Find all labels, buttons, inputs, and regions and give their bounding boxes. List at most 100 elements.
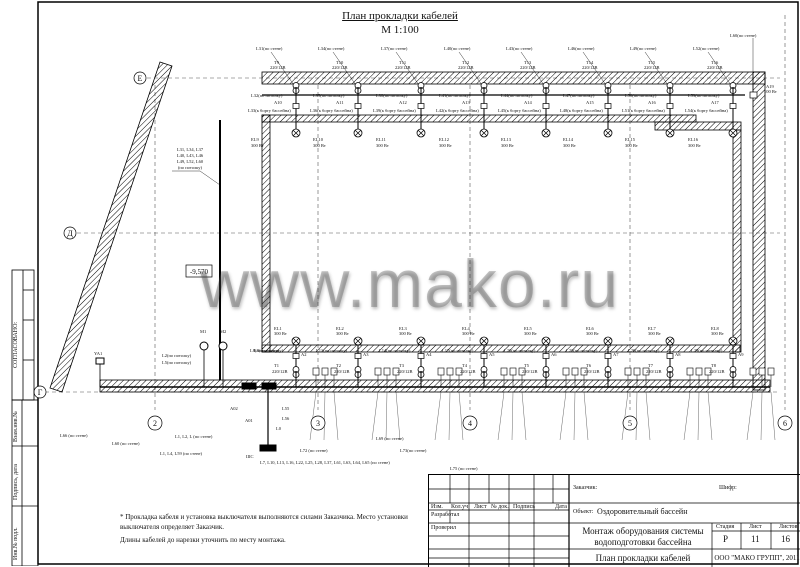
- transformer-label: T5: [524, 363, 530, 368]
- power-label: 300 Вт: [563, 143, 576, 148]
- lamp-cross: [666, 129, 674, 137]
- ceiling-cable-label: L29(по потолку): [691, 348, 723, 353]
- edge-cable-label: L42(к борту бассейна): [436, 108, 479, 113]
- power-label: 300 Вт: [625, 143, 638, 148]
- lamp-label: EL1: [274, 326, 282, 331]
- approval-stamp: [11, 269, 39, 566]
- wall-cable-label: L31(по стене): [256, 46, 283, 51]
- transformer-label: T2: [336, 363, 341, 368]
- voltage-label: 220/12В: [395, 65, 411, 70]
- box-label: A12: [399, 100, 407, 105]
- leader-line: [497, 391, 505, 441]
- sheets-value: 16: [781, 534, 790, 544]
- equipment-box-icon: [312, 367, 320, 376]
- box-label: A7: [613, 352, 619, 357]
- voltage-label: 220/12В: [582, 65, 598, 70]
- equipment-box-icon: [509, 367, 517, 376]
- leader-line: [371, 391, 379, 441]
- box-label: A19: [766, 84, 774, 89]
- col-header-sign: Подпись: [513, 504, 536, 510]
- lamp-label: EL16: [688, 137, 699, 142]
- equipment-box-icon: [695, 367, 703, 376]
- lamp-cross: [292, 337, 300, 345]
- object-name: Оздоровительный бассейн: [597, 507, 688, 516]
- wall-cable-label: L49(по стене): [630, 46, 657, 51]
- transformer-label: T1: [274, 363, 279, 368]
- box-label: A17: [711, 100, 719, 105]
- level-mark: -9,570: [190, 268, 209, 276]
- power-label: 300 Вт: [336, 331, 349, 336]
- equipment-box-icon: [446, 367, 454, 376]
- ceiling-cable-label: L11(по потолку): [316, 348, 348, 353]
- power-label: 300 Вт: [313, 143, 326, 148]
- voltage-label: 220/12В: [397, 369, 413, 374]
- ceiling-cable-label: L35(по потолку): [313, 93, 345, 98]
- axis-label-g: Г: [38, 388, 43, 397]
- junction-box-icon: [729, 353, 737, 359]
- lamp-cross: [729, 337, 737, 345]
- lamp-label: EL11: [376, 137, 386, 142]
- voltage-label: 220/12В: [272, 369, 288, 374]
- axis-label-6: 6: [783, 419, 787, 428]
- equipment-box-icon: [571, 367, 579, 376]
- equipment-box-icon: [749, 367, 757, 376]
- wall-cable-label: L34(по стене): [318, 46, 345, 51]
- junction-box-icon: [729, 103, 737, 109]
- lamp-cross: [729, 129, 737, 137]
- leader-line: [448, 391, 451, 441]
- transformer-label: T8: [711, 363, 717, 368]
- lamp-cross: [604, 337, 612, 345]
- box-label: A10: [274, 100, 282, 105]
- junction-box-icon: [666, 103, 674, 109]
- leader-line: [582, 51, 609, 89]
- axis-markers: [33, 71, 793, 431]
- equipment-box-icon: [321, 367, 329, 376]
- transformer-icon: [666, 366, 674, 373]
- transformer-icon: [729, 87, 737, 94]
- cable-label: M1: [200, 329, 206, 334]
- junction-box-icon: [417, 103, 425, 109]
- transformer-label: T14: [586, 60, 594, 65]
- transformer-icon: [542, 371, 550, 378]
- box-label: A16: [648, 100, 656, 105]
- axis-label-5: 5: [628, 419, 632, 428]
- notes: * Прокладка кабеля и установка выключате…: [120, 512, 440, 548]
- ceiling-cable-label: L23(по потолку): [566, 348, 598, 353]
- transformer-label: T10: [336, 60, 344, 65]
- junction-box-icon: [542, 353, 550, 359]
- leader-line: [559, 391, 567, 441]
- leader-line: [583, 391, 589, 441]
- cable-label: L75 (по стене): [450, 466, 478, 471]
- leader-line: [573, 391, 576, 441]
- voltage-label: 220/12В: [522, 369, 538, 374]
- lamp-label: EL6: [586, 326, 594, 331]
- axis-label-d: Д: [67, 229, 73, 238]
- transformer-label: T6: [586, 363, 592, 368]
- col-header-kol: Кол.уч: [451, 504, 469, 510]
- edge-cable-label: L39(к борту бассейна): [373, 108, 416, 113]
- leader-line: [395, 391, 401, 441]
- lamp-label: EL8: [711, 326, 719, 331]
- box-label: A5: [489, 352, 495, 357]
- leader-line: [458, 51, 485, 89]
- ceiling-cable-label: L53(по потолку): [688, 93, 720, 98]
- cable-label: A01: [245, 418, 253, 423]
- axis-marker-5: [622, 415, 638, 431]
- transformer-icon: [417, 371, 425, 378]
- junction-box-icon: [480, 353, 488, 359]
- ceiling-cable-label: L41(по потолку): [439, 93, 471, 98]
- voltage-label: 220/12В: [644, 65, 660, 70]
- equipment-box-icon: [500, 367, 508, 376]
- power-label: 300 Вт: [648, 331, 661, 336]
- lamp-cross: [292, 129, 300, 137]
- lamp-cross: [604, 129, 612, 137]
- note-line: * Прокладка кабеля и установка выключате…: [120, 513, 408, 531]
- ceiling-cable-label: L47(по потолку): [563, 93, 595, 98]
